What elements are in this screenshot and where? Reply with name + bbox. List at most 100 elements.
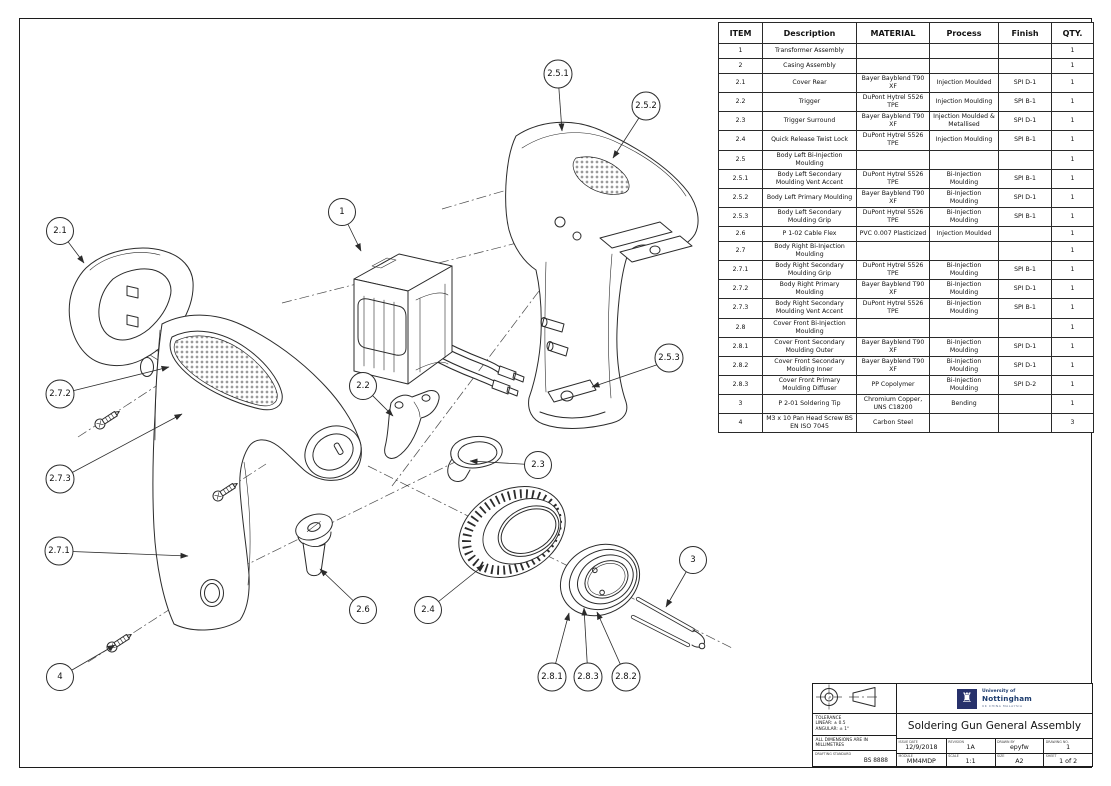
tolerance-note: TOLERANCE LINEAR: ± 0.5 ANGULAR: ± 1° <box>813 714 896 736</box>
logo-line2: Nottingham <box>981 694 1032 703</box>
bom-cell: SPI D-1 <box>998 111 1052 132</box>
bom-cell: Bayer Bayblend T90 XF <box>856 355 930 376</box>
bom-cell: Trigger <box>762 92 857 113</box>
bom-cell <box>998 317 1052 338</box>
field-value: epyfw <box>1009 744 1029 751</box>
bom-header-material: MATERIAL <box>856 22 930 44</box>
field-sheet: SHEET 1 of 2 <box>1043 752 1092 766</box>
bom-cell: Bayer Bayblend T90 XF <box>856 187 930 208</box>
svg-text:2.8.1: 2.8.1 <box>541 672 563 682</box>
bom-cell: 2.1 <box>718 72 763 94</box>
bom-cell: 2 <box>718 58 763 74</box>
bom-cell: Body Right Primary Moulding <box>762 279 857 300</box>
bom-cell: P 2-01 Soldering Tip <box>762 393 857 415</box>
bom-cell: Bi-Injection Moulding <box>929 374 999 396</box>
bom-cell: 1 <box>1051 111 1094 132</box>
logo-line1: University of <box>981 689 1016 694</box>
bom-cell <box>856 58 930 74</box>
drawing-title: Soldering Gun General Assembly <box>897 714 1092 739</box>
svg-text:2.8.3: 2.8.3 <box>577 672 599 682</box>
balloon-2-2: 2.2 <box>349 372 377 400</box>
balloon-2-5-2: 2.5.2 <box>631 91 661 121</box>
bom-cell: Bi-Injection Moulding <box>929 260 999 281</box>
bom-cell: Injection Moulded <box>929 226 999 242</box>
bom-cell: 1 <box>1051 279 1094 300</box>
balloons: 2.1 1 2.5.1 2.5.2 2.5.3 2.7.2 2.7.3 2.2 … <box>44 59 707 692</box>
bom-cell <box>998 43 1052 59</box>
field-label: REVISION <box>948 739 964 744</box>
bom-cell: PP Copolymer <box>856 374 930 396</box>
bom-cell: 2.3 <box>718 111 763 132</box>
bom-cell: SPI B-1 <box>998 298 1052 319</box>
bom-cell: 2.5.1 <box>718 168 763 189</box>
bom-cell: DuPont Hytrel 5526 TPE <box>856 298 930 319</box>
bom-cell: Body Left Secondary Moulding Grip <box>762 206 857 228</box>
bom-cell <box>929 43 999 59</box>
bom-cell: 3 <box>718 393 763 415</box>
svg-text:2.5.3: 2.5.3 <box>658 353 680 363</box>
field-value: 12/9/2018 <box>905 744 938 751</box>
bom-cell: Bi-Injection Moulding <box>929 206 999 228</box>
bom-cell: DuPont Hytrel 5526 TPE <box>856 260 930 281</box>
bom-cell: 2.8.1 <box>718 336 763 357</box>
drafting-standard-value: BS 8888 <box>863 757 888 764</box>
third-angle-projection-icon <box>816 684 879 710</box>
field-label: SHEET <box>1045 754 1057 758</box>
part-twist-lock-clip <box>447 435 503 482</box>
bom-cell: SPI D-1 <box>998 336 1052 357</box>
field-value: MM4MDP <box>906 758 936 765</box>
balloon-2-6: 2.6 <box>349 596 377 624</box>
field-scale: SCALE 1:1 <box>945 752 995 766</box>
bom-cell: 2.5 <box>718 149 763 170</box>
part-front-cover-rings <box>559 543 641 617</box>
svg-text:2.8.2: 2.8.2 <box>615 672 637 682</box>
bom-cell: SPI D-2 <box>998 374 1052 396</box>
svg-text:3: 3 <box>690 555 695 565</box>
bom-header-row: ITEM Description MATERIAL Process Finish… <box>718 22 1094 44</box>
svg-text:2.3: 2.3 <box>531 460 545 470</box>
bom-cell: 1 <box>1051 43 1094 59</box>
bom-cell: 1 <box>1051 92 1094 113</box>
bom-cell <box>856 149 930 170</box>
bom-cell <box>998 226 1052 242</box>
part-trigger <box>384 390 440 459</box>
bom-cell <box>856 317 930 338</box>
field-label: DRAWN BY <box>997 739 1015 744</box>
balloon-2-5-3: 2.5.3 <box>654 343 684 373</box>
bom-cell: DuPont Hytrel 5526 TPE <box>856 92 930 113</box>
field-drawn-by: DRAWN BY epyfw <box>994 739 1044 753</box>
bom-header-description: Description <box>762 22 857 44</box>
bom-cell: 1 <box>1051 393 1094 415</box>
bom-cell <box>929 317 999 338</box>
part-body-right <box>140 314 362 631</box>
bom-cell: 1 <box>1051 336 1094 357</box>
bom-cell: 1 <box>1051 72 1094 94</box>
bom-cell: DuPont Hytrel 5526 TPE <box>856 206 930 228</box>
bom-cell: 2.6 <box>718 226 763 242</box>
bom-cell: 2.8.2 <box>718 355 763 376</box>
bom-cell: SPI B-1 <box>998 168 1052 189</box>
bom-cell: 2.2 <box>718 92 763 113</box>
svg-text:1: 1 <box>339 207 344 217</box>
field-drawing-no: DRAWING NO. 1 <box>1043 739 1092 753</box>
part-body-left <box>505 121 699 429</box>
title-block: TOLERANCE LINEAR: ± 0.5 ANGULAR: ± 1° AL… <box>812 683 1093 767</box>
bom-cell: Bi-Injection Moulding <box>929 336 999 357</box>
logo-line3: UK CHINA MALAYSIA <box>981 704 1023 708</box>
bom-cell: 1 <box>1051 240 1094 262</box>
bom-cell <box>929 58 999 74</box>
bom-cell: Cover Front Secondary Moulding Outer <box>762 336 857 357</box>
bom-cell <box>856 43 930 59</box>
bom-cell: Cover Front Bi-Injection Moulding <box>762 317 857 338</box>
bom-cell: SPI D-1 <box>998 187 1052 208</box>
